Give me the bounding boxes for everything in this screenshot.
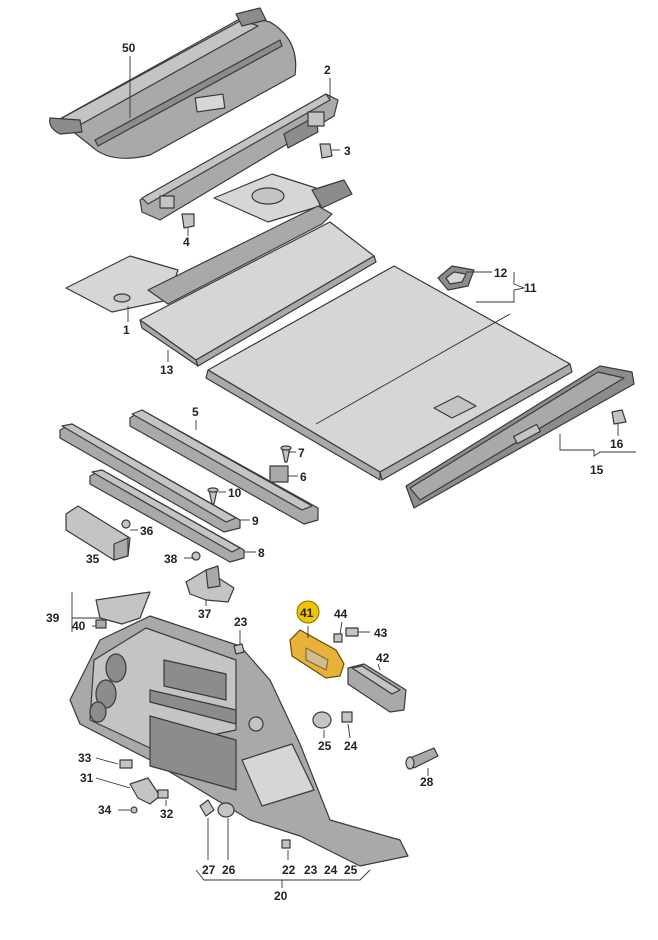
callout-44: 44: [334, 607, 348, 621]
part-7-screw[interactable]: [280, 445, 292, 463]
part-10-screw[interactable]: [207, 487, 219, 505]
callout-5: 5: [192, 405, 199, 419]
callout-6: 6: [300, 470, 307, 484]
part-3-clip[interactable]: [319, 143, 333, 159]
callout-31: 31: [80, 771, 94, 785]
highlight-badge: [296, 600, 320, 624]
callout-39: 39: [46, 611, 60, 625]
callout-40: 40: [72, 619, 86, 633]
callout-11: 11: [524, 281, 537, 295]
part-1-side-floor[interactable]: [65, 205, 333, 313]
part-28-socket[interactable]: [405, 747, 439, 770]
callout-23-top: 23: [234, 615, 248, 629]
part-11-load-floor[interactable]: [205, 265, 573, 481]
storage-tray[interactable]: [213, 173, 353, 223]
callout-25-mid: 25: [318, 739, 332, 753]
part-16-clip[interactable]: [611, 409, 627, 425]
part-22-clip[interactable]: [281, 839, 291, 849]
callout-34: 34: [98, 803, 112, 817]
callout-24-mid: 24: [344, 739, 358, 753]
part-34-screw[interactable]: [130, 806, 138, 814]
callout-2: 2: [324, 63, 331, 77]
part-15-sill-panel[interactable]: [405, 365, 635, 509]
callout-37: 37: [198, 607, 212, 621]
part-8-rail[interactable]: [89, 469, 245, 563]
part-6-bracket[interactable]: [269, 465, 289, 483]
callout-33: 33: [78, 751, 92, 765]
callout-9: 9: [252, 514, 259, 528]
callout-41: 41: [300, 606, 314, 620]
callout-42: 42: [376, 651, 390, 665]
part-5-rail[interactable]: [129, 409, 319, 525]
part-38-screw[interactable]: [191, 551, 201, 561]
part-37-bracket[interactable]: [185, 565, 235, 603]
part-39-bracket[interactable]: [95, 591, 151, 625]
callout-22: 22: [282, 863, 296, 877]
part-43-plug[interactable]: [345, 627, 359, 637]
callout-23-bottom: 23: [304, 863, 318, 877]
callout-10: 10: [228, 486, 242, 500]
part-27-clip[interactable]: [199, 799, 215, 817]
part-9-rail[interactable]: [59, 423, 241, 533]
callout-50: 50: [122, 41, 136, 55]
part-31-bracket[interactable]: [129, 777, 161, 805]
callout-7: 7: [298, 446, 305, 460]
callout-26: 26: [222, 863, 236, 877]
part-35-bracket[interactable]: [65, 505, 131, 561]
callout-25-bottom: 25: [344, 863, 358, 877]
part-4-clip[interactable]: [181, 213, 195, 229]
callout-12: 12: [494, 266, 508, 280]
part-32-clip[interactable]: [157, 789, 169, 799]
callout-35: 35: [86, 552, 100, 566]
part-40-clip[interactable]: [95, 619, 107, 629]
part-25-nut[interactable]: [312, 711, 332, 729]
part-33-clip[interactable]: [119, 759, 133, 769]
callout-20: 20: [274, 889, 288, 903]
part-23-clip[interactable]: [233, 643, 245, 655]
part-2-cover-rail[interactable]: [139, 93, 339, 221]
part-12-handle[interactable]: [437, 265, 475, 291]
callout-27: 27: [202, 863, 216, 877]
callout-32: 32: [160, 807, 174, 821]
callout-3: 3: [344, 144, 351, 158]
part-44-screw[interactable]: [333, 633, 343, 643]
callout-8: 8: [258, 546, 265, 560]
part-50-luggage-cover[interactable]: [49, 7, 297, 159]
part-26-ring[interactable]: [217, 802, 235, 818]
callout-36: 36: [140, 524, 154, 538]
part-36-screw[interactable]: [121, 519, 131, 529]
callout-15: 15: [590, 463, 604, 477]
part-20-side-trim[interactable]: [69, 615, 409, 867]
callout-38: 38: [164, 552, 178, 566]
part-24-clip[interactable]: [341, 711, 353, 723]
callout-16: 16: [610, 437, 624, 451]
callout-13: 13: [160, 363, 174, 377]
callout-1: 1: [123, 323, 130, 337]
leader-lines: [71, 56, 636, 888]
callout-4: 4: [183, 235, 190, 249]
part-42-connector[interactable]: [347, 663, 407, 713]
callout-labels: 50 2 3 4 1 12 11 13 5 7 6 10 9 36 35 38 …: [46, 41, 624, 903]
callout-43: 43: [374, 626, 388, 640]
part-41-storage-bin[interactable]: [289, 629, 345, 679]
part-13-floor-lid[interactable]: [139, 221, 377, 367]
callout-24-bottom: 24: [324, 863, 338, 877]
callout-28: 28: [420, 775, 434, 789]
